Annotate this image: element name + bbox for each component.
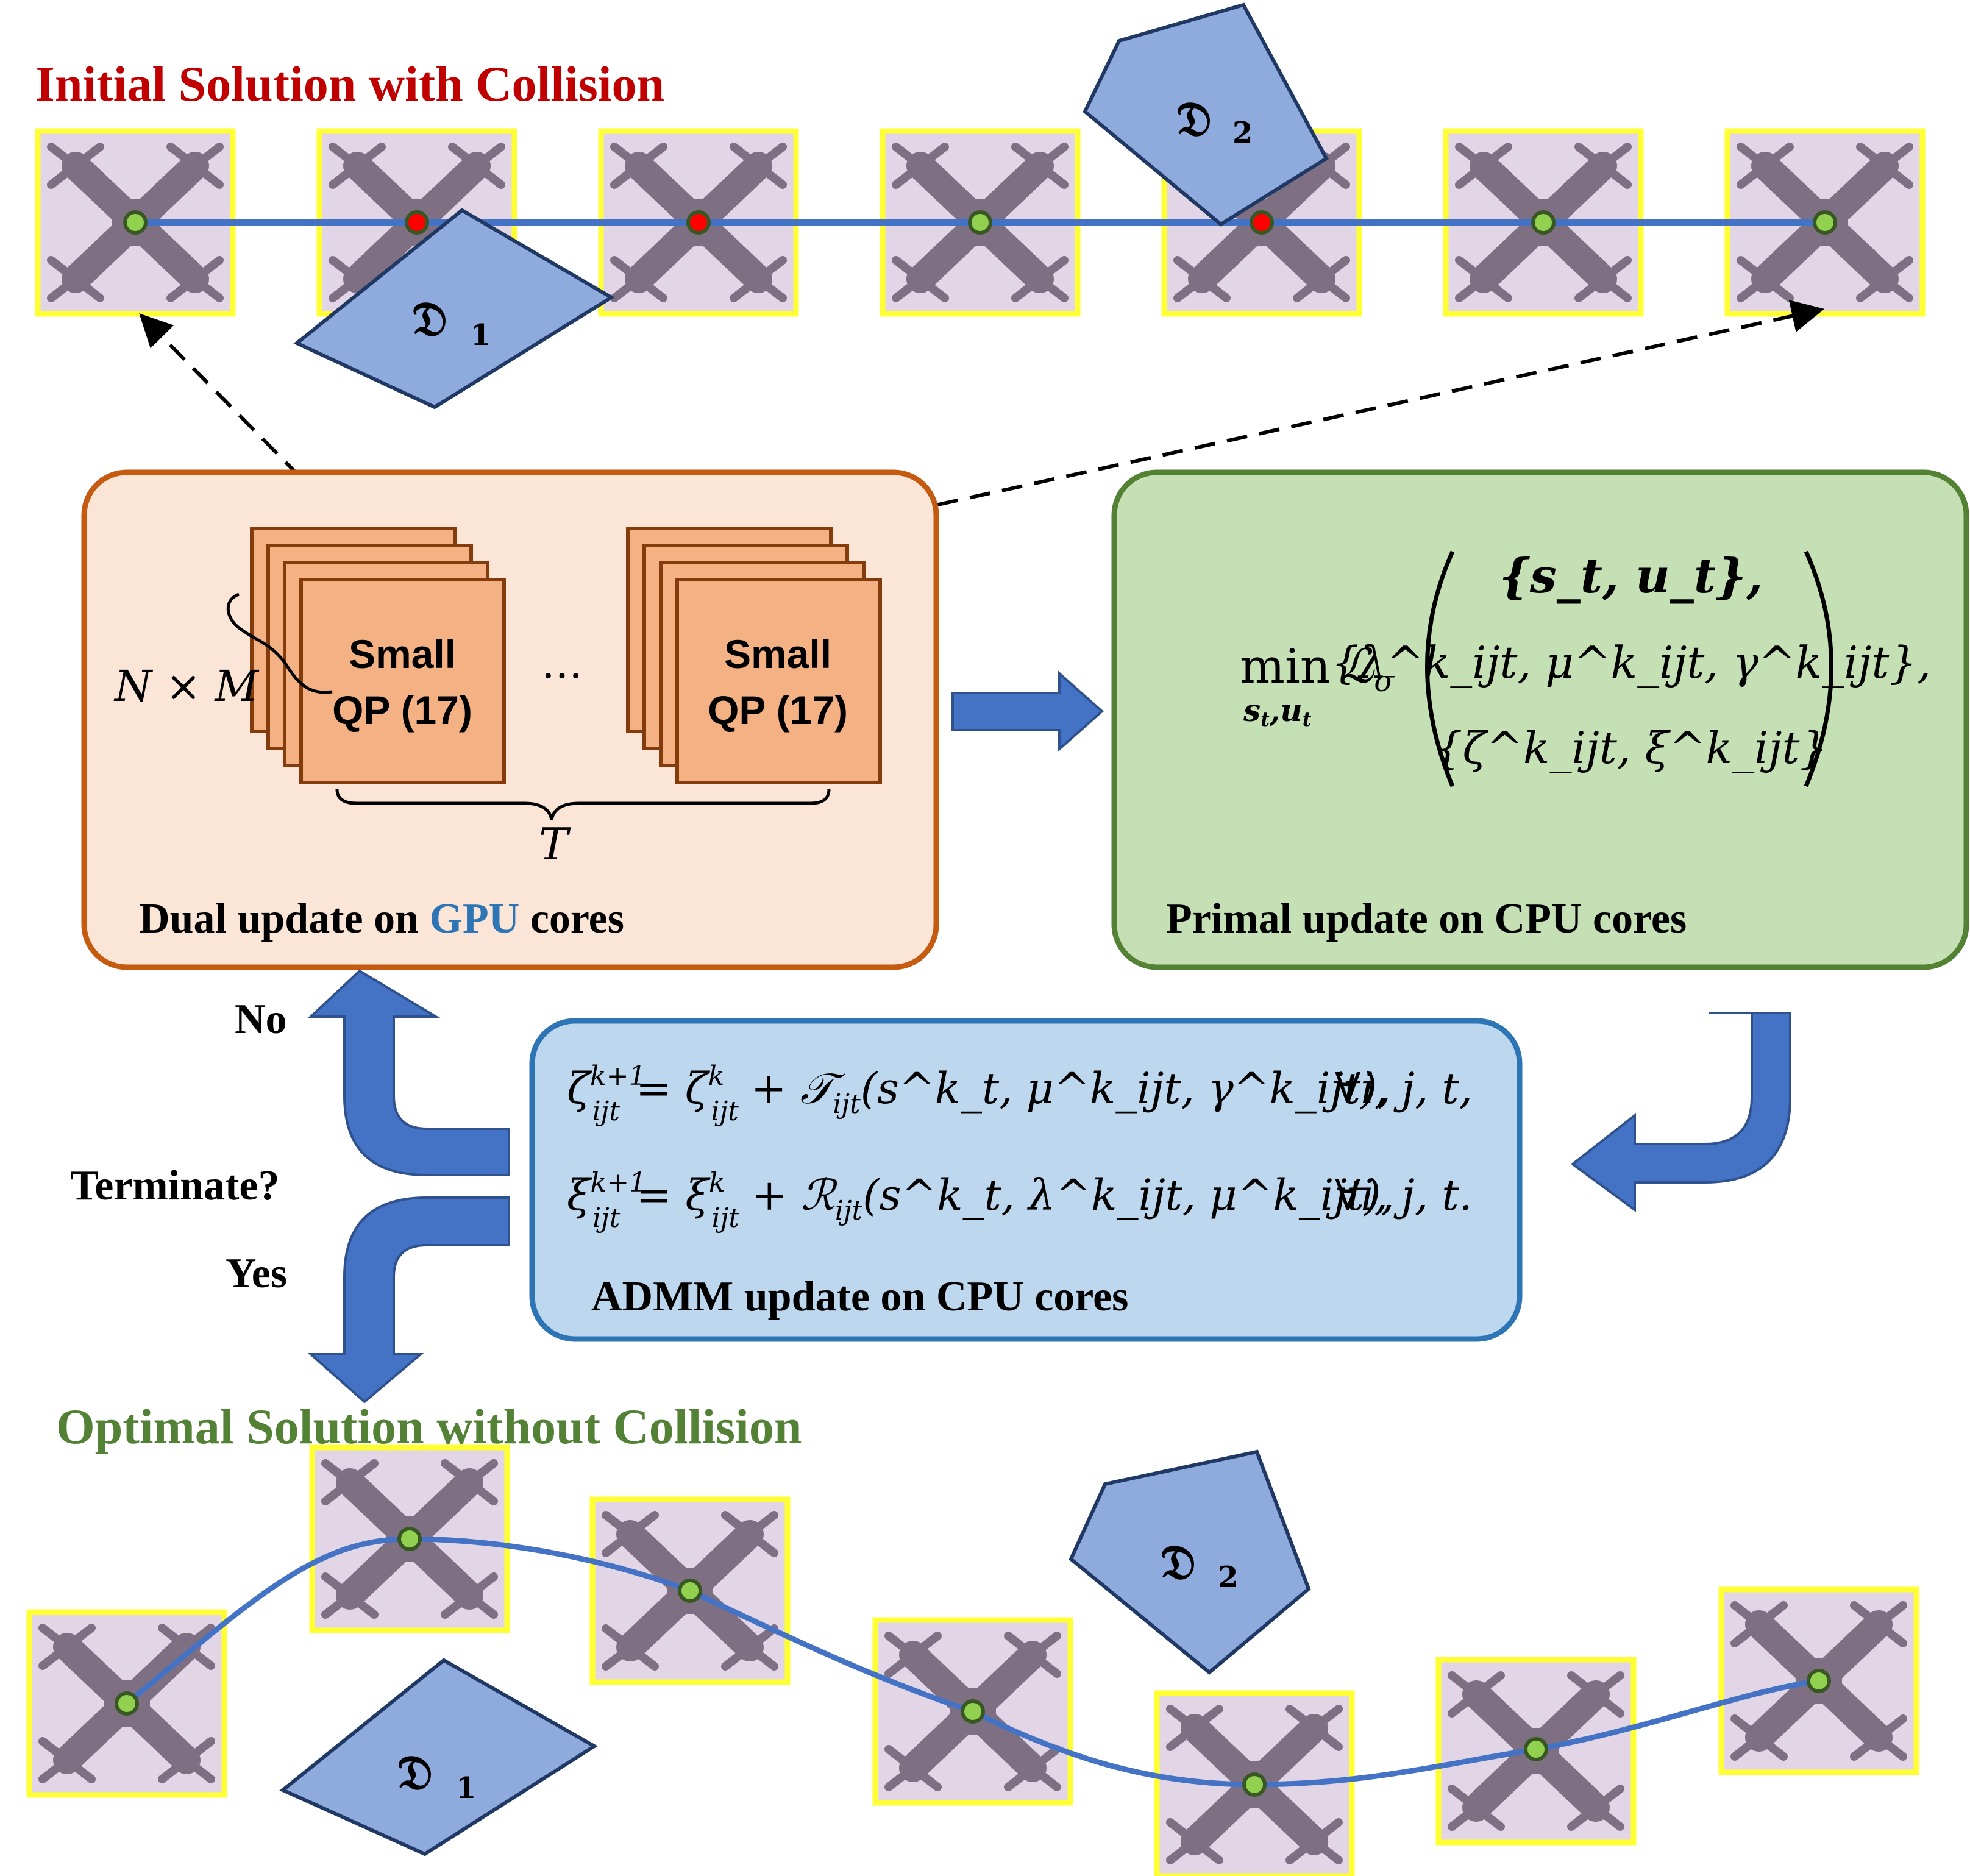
collision-waypoint-marker: [1250, 210, 1274, 235]
augmented-lagrangian: ℒσ: [1340, 639, 1395, 698]
waypoint-marker: [123, 210, 148, 235]
xi-quantifier: ∀i, j, t.: [1335, 1170, 1473, 1220]
waypoint-marker: [968, 210, 992, 235]
obstacle-d2-symbol: 𝔇: [1161, 1535, 1196, 1590]
collision-waypoint-marker: [405, 210, 429, 235]
primal-variables: {s_t, u_t},: [1499, 549, 1763, 604]
waypoint-marker: [1242, 1772, 1267, 1797]
decision-question: Terminate?: [70, 1162, 279, 1209]
left-paren: [1425, 550, 1455, 787]
obstacle-d1-index: 1: [471, 318, 491, 352]
waypoint-marker: [678, 1579, 702, 1603]
qp-ellipsis: …: [541, 640, 583, 688]
decision-yes-label: Yes: [226, 1250, 287, 1297]
right-paren: [1804, 550, 1833, 787]
primal-update-caption: Primal update on CPU cores: [1166, 895, 1687, 942]
arrow-no-to-dual: [307, 969, 510, 1176]
obstacle-d1-optimal: 𝔇 1: [279, 1658, 598, 1856]
arrow-dual-to-primal: [951, 670, 1104, 752]
dashed-arrow-to-first-drone: [139, 313, 371, 549]
qp-label-line2: QP (17): [708, 688, 848, 733]
obstacle-d2-index: 2: [1218, 1560, 1238, 1594]
qp-label-line2: QP (17): [332, 688, 472, 733]
obstacle-d2-optimal: 𝔇 2: [1069, 1449, 1311, 1675]
obstacle-d1-symbol: 𝔇: [412, 291, 447, 347]
obstacle-d2-index: 2: [1232, 116, 1253, 150]
obstacle-d2-initial: 𝔇 2: [1083, 2, 1329, 227]
gpu-highlight: GPU: [430, 895, 520, 942]
dual-variables: {λ^k_ijt, μ^k_ijt, γ^k_ijt},: [1331, 637, 1931, 688]
initial-waypoints: [123, 210, 1837, 235]
qp-label-line1: Small: [349, 631, 456, 677]
obstacle-d1-initial: 𝔇 1: [293, 208, 615, 410]
min-operator: min: [1240, 639, 1331, 694]
qp-stack-first: Small QP (17): [250, 527, 506, 784]
obstacle-d2-symbol: 𝔇: [1176, 91, 1212, 147]
waypoint-marker: [397, 1527, 422, 1551]
optimal-waypoints: [115, 1527, 1831, 1797]
horizon-brace: [335, 789, 831, 820]
dual-update-caption: Dual update on GPU cores: [139, 895, 624, 942]
admm-variables: {ζ^k_ijt, ξ^k_ijt}: [1435, 722, 1828, 773]
waypoint-marker: [1524, 1737, 1548, 1761]
arrow-yes-to-optimal: [307, 1196, 510, 1404]
admm-update-caption: ADMM update on CPU cores: [591, 1273, 1128, 1320]
min-subscript: st,ut: [1243, 692, 1312, 731]
obstacle-d1-index: 1: [456, 1771, 476, 1805]
waypoint-marker: [1807, 1669, 1831, 1693]
stack-count-brace: [226, 592, 333, 694]
collision-waypoint-marker: [686, 210, 711, 235]
dual-update-box: Small QP (17) … Small QP (17) N × M T Du…: [81, 469, 939, 970]
initial-solution-title: Initial Solution with Collision: [35, 56, 664, 112]
waypoint-marker: [961, 1699, 985, 1724]
waypoint-marker: [1813, 210, 1837, 235]
waypoint-marker: [115, 1691, 139, 1716]
zeta-quantifier: ∀i, j, t,: [1335, 1064, 1473, 1114]
decision-no-label: No: [235, 996, 287, 1043]
qp-label-line1: Small: [724, 631, 831, 677]
horizon-label: T: [539, 819, 571, 870]
arrow-primal-to-admm: [1570, 1012, 1791, 1212]
qp-stack-last: Small QP (17): [626, 527, 882, 784]
stack-count-label: N × M: [113, 661, 260, 711]
waypoint-marker: [1531, 210, 1556, 235]
primal-update-box: min st,ut ℒσ {s_t, u_t}, {λ^k_ijt, μ^k_i…: [1111, 469, 1969, 970]
obstacle-d1-symbol: 𝔇: [397, 1745, 433, 1800]
optimal-drones: [29, 1448, 1916, 1876]
